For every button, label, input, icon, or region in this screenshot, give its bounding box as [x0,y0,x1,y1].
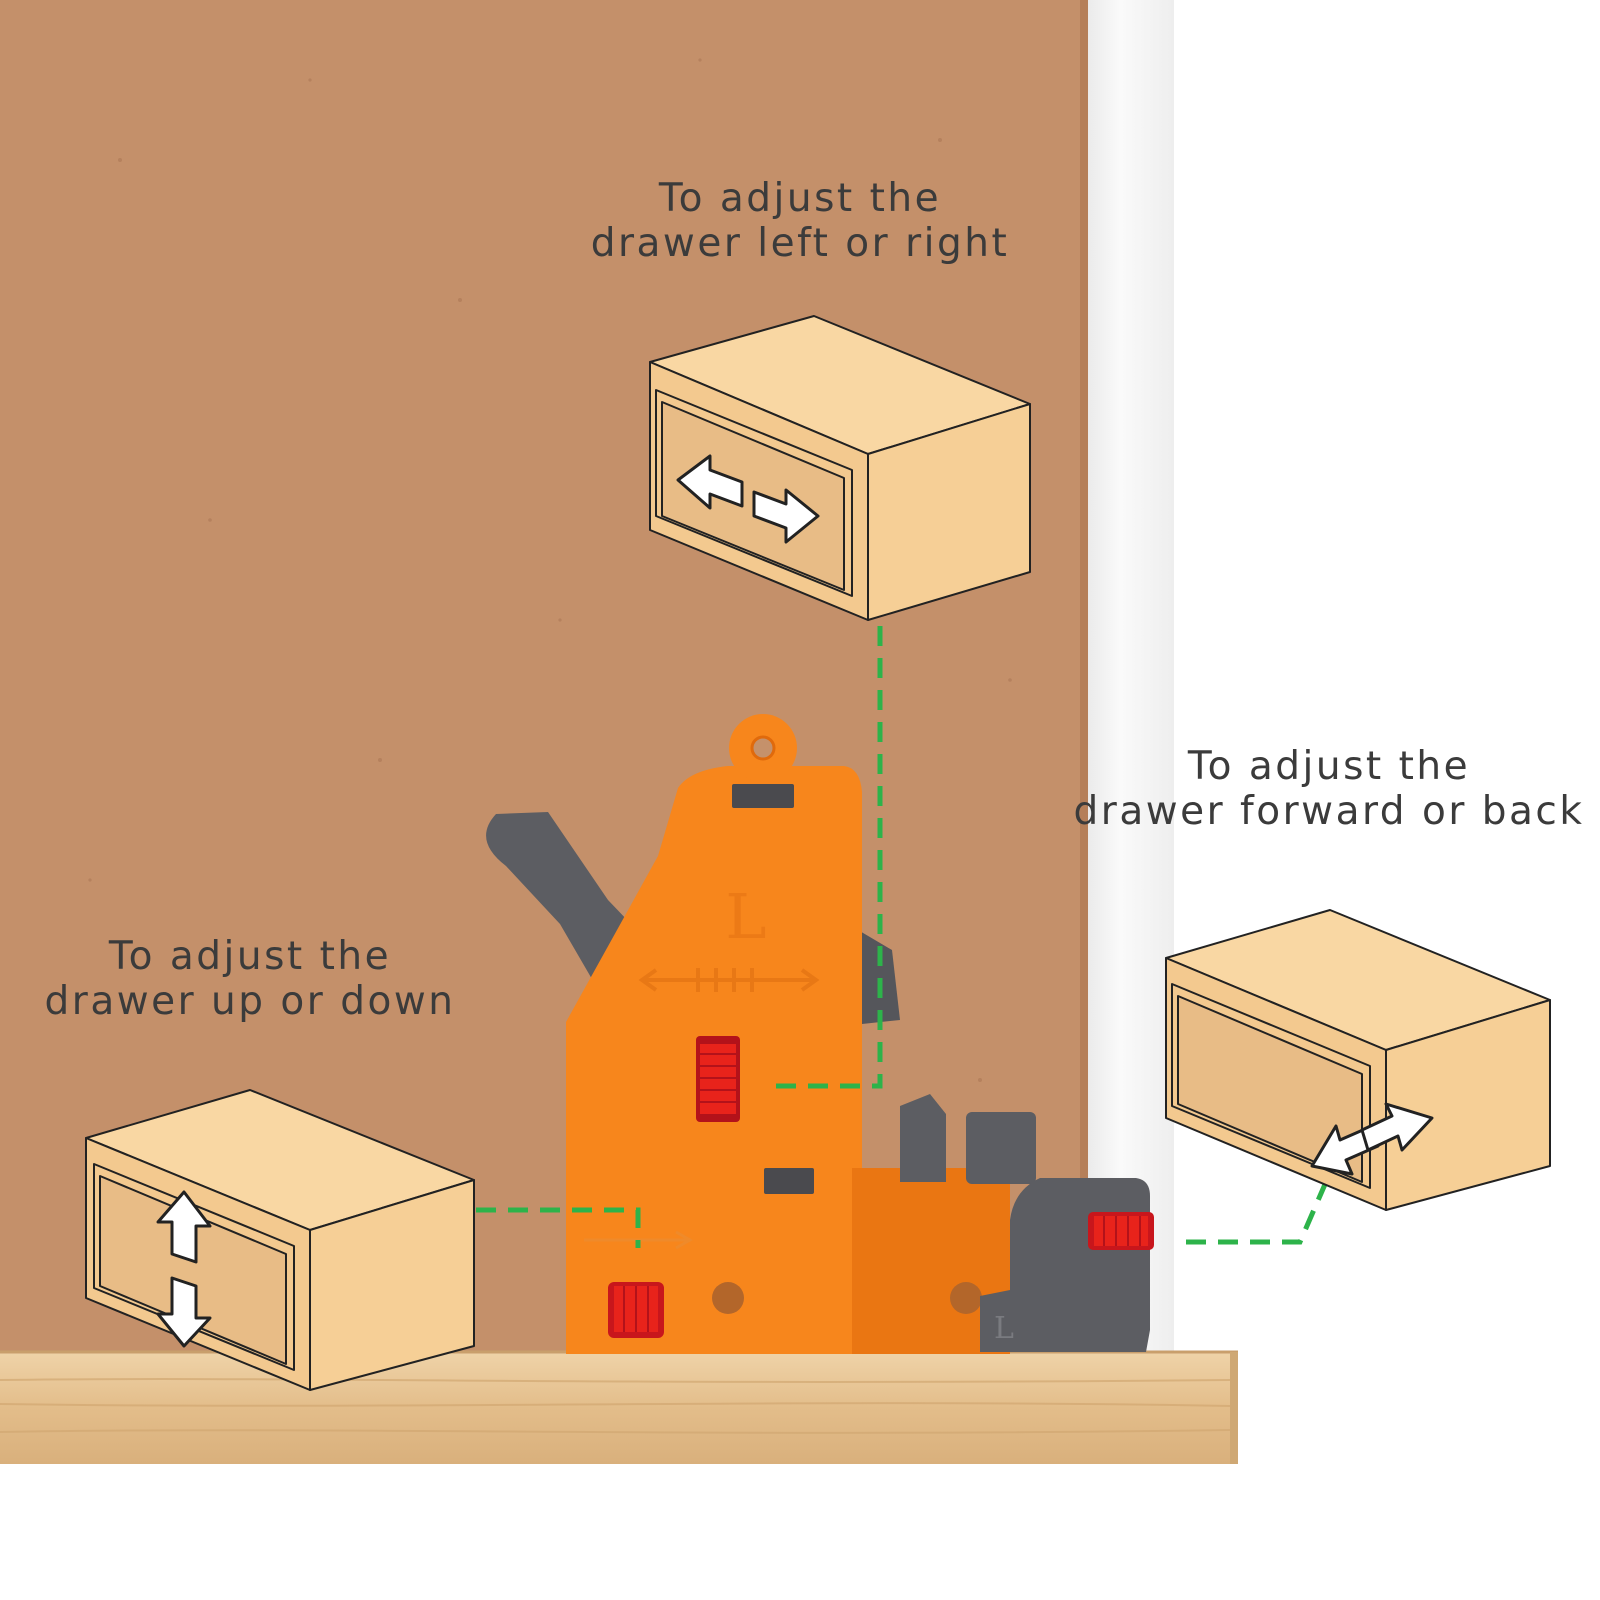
forward-back-arrows-icon [1310,1102,1434,1176]
clip-side-marking: L [725,880,766,953]
mounting-hole [750,735,776,761]
callout-up-down-line2: drawer up or down [44,979,456,1024]
screw-hole-1 [712,1282,744,1314]
screw-hole-2 [950,1282,982,1314]
lower-slot [764,1168,814,1194]
callout-left-right-line1: To adjust the [658,176,942,221]
top-slot [732,784,794,808]
forward-back-adjust-wheel [1088,1212,1154,1250]
callout-forward-back-label: To adjust the drawer forward or back [1062,744,1596,834]
connectors [476,626,1329,1248]
left-right-adjust-wheel [696,1036,740,1122]
mdf-texture-specks [88,58,1012,1242]
up-down-adjust-wheel [608,1282,664,1338]
callout-forward-back-line1: To adjust the [1187,744,1471,789]
connector-forward-back [1186,1181,1329,1245]
connector-left-right [768,626,883,1089]
mdf-board-edge [1080,0,1088,1352]
box-up-down [85,1089,475,1391]
connector-up-down [476,1207,641,1248]
wood-shelf [0,1352,1238,1464]
white-side-panel [1084,0,1174,1362]
gray-side-marking: L [994,1311,1014,1346]
left-right-arrows-icon [676,454,820,544]
clip-left-right-scale [638,968,820,992]
callout-forward-back-line2: drawer forward or back [1073,789,1585,834]
shelf-end [1230,1352,1238,1464]
callout-up-down-line1: To adjust the [108,934,392,979]
gray-latch-upper [900,1094,946,1182]
callout-up-down-label: To adjust the drawer up or down [40,934,460,1024]
gray-rear-tab [858,930,900,1024]
callout-left-right-label: To adjust the drawer left or right [590,176,1010,266]
up-down-arrows-icon [156,1190,212,1348]
shelf-wood-grain [0,1378,1231,1434]
gray-latch-block [966,1112,1036,1184]
callout-left-right-line2: drawer left or right [590,221,1010,266]
